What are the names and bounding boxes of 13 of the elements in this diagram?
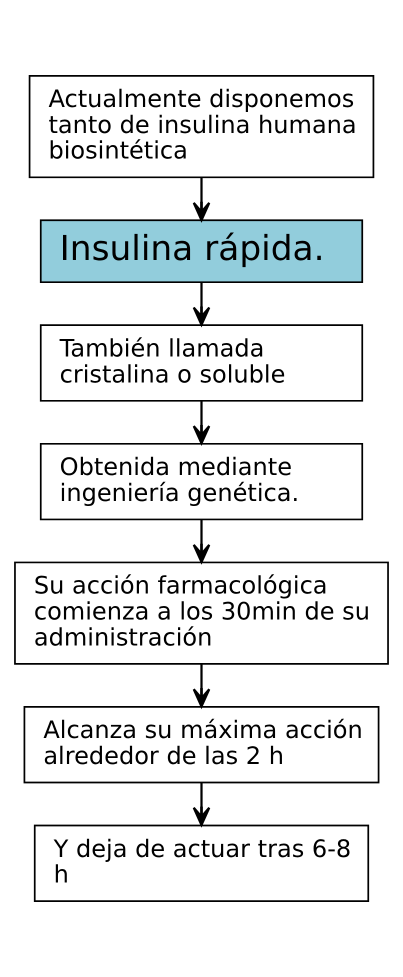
node-box: Su acción farmacológica comienza a los 30min de su administración (14, 562, 389, 665)
arrow (192, 664, 210, 708)
node-box: Alcanza su máxima acción alrededor de las 2 h (24, 706, 380, 784)
node-box: Obtenida mediante ingeniería genética. (40, 442, 364, 520)
arrow (192, 401, 210, 444)
node-box: Insulina rápida. (40, 219, 364, 284)
arrow (192, 520, 210, 564)
node-box: También llamada cristalina o soluble (40, 324, 364, 402)
node-box: Actualmente disponemos tanto de insulina humana biosintética (28, 75, 374, 178)
node-box: Y deja de actuar tras 6-8 h (34, 824, 370, 902)
arrow (192, 782, 210, 826)
arrow (192, 282, 210, 326)
arrow (192, 178, 210, 222)
